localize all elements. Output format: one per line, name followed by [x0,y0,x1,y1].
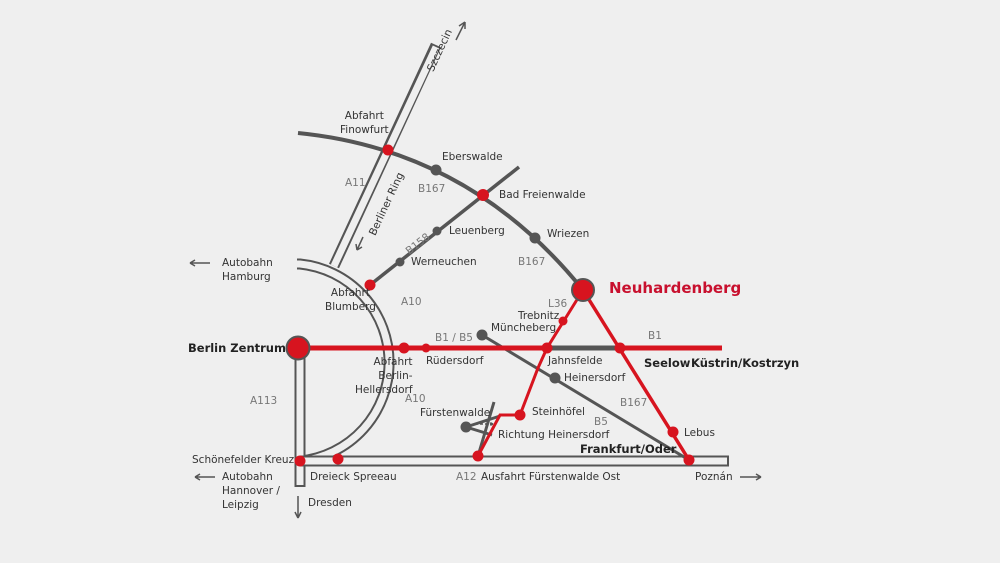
label-frankfurt-oder: Frankfurt/Oder [580,442,677,456]
road-label-b167-3: B167 [620,397,648,409]
road-label-b167-2: B167 [518,256,546,268]
label-poznan: Poznán [695,471,733,483]
arrow-poznan-icon [740,473,762,481]
label-neuhardenberg: Neuhardenberg [609,279,742,297]
label-wriezen: Wriezen [547,228,590,240]
route-l36-red [476,289,585,457]
label-seelow: Seelow [644,356,691,370]
road-label-b167: B167 [418,183,446,195]
road-label-b1-b5: B1 / B5 [435,332,473,344]
label-muencheberg: Müncheberg [491,322,557,334]
road-label-a10-2: A10 [405,393,426,405]
arrow-dresden-icon [294,496,302,519]
label-kuestrin: Küstrin/Kostrzyn [691,356,800,370]
road-label-b5: B5 [594,416,608,428]
road-label-a11: A11 [345,177,366,189]
autobahn-a11 [329,42,441,269]
label-steinhoefel: Steinhöfel [532,406,585,418]
arrows [189,21,762,519]
label-schoenefelder-kreuz: Schönefelder Kreuz [192,454,295,466]
berlin-zentrum-marker [285,335,311,361]
label-fuerstenwalde: Fürstenwalde [420,407,491,419]
label-werneuchen: Werneuchen [411,256,477,268]
road-label-a10: A10 [401,296,422,308]
label-lebus: Lebus [684,427,715,439]
label-dreieck-spreeau: Dreieck Spreeau [310,471,397,483]
label-trebnitz: Trebnitz [518,310,560,322]
road-b167 [297,131,585,292]
arrow-hannover-icon [194,473,215,481]
arrow-szczecin-icon [455,21,466,41]
label-leuenberg: Leuenberg [449,225,505,237]
road-b5 [481,333,690,462]
road-label-b1: B1 [648,330,662,342]
road-label-a113: A113 [250,395,278,407]
neuhardenberg-marker [571,278,595,302]
autobahn-a10-ring [297,258,395,467]
label-ruedersdorf: Rüdersdorf [426,355,484,367]
label-dresden: Dresden [308,497,352,509]
label-berlin-zentrum: Berlin Zentrum [188,341,286,355]
label-ausfahrt-fuerstenwalde-ost: Ausfahrt Fürstenwalde Ost [481,471,621,483]
label-heinersdorf: Heinersdorf [564,372,626,384]
road-label-l36: L36 [548,298,568,310]
arrow-richtung-heinersdorf-icon [475,421,494,427]
arrow-berliner-ring-icon [355,236,364,251]
label-bad-freienwalde: Bad Freienwalde [499,189,586,201]
label-jahnsfelde: Jahnsfelde [548,355,603,367]
gray-stops [395,164,561,433]
label-eberswalde: Eberswalde [442,151,503,163]
road-b158 [368,165,521,287]
arrow-hamburg-icon [189,259,210,267]
red-stops [294,144,695,467]
road-label-a12: A12 [456,471,477,483]
label-richtung-heinersdorf: Richtung Heinersdorf [498,429,610,441]
